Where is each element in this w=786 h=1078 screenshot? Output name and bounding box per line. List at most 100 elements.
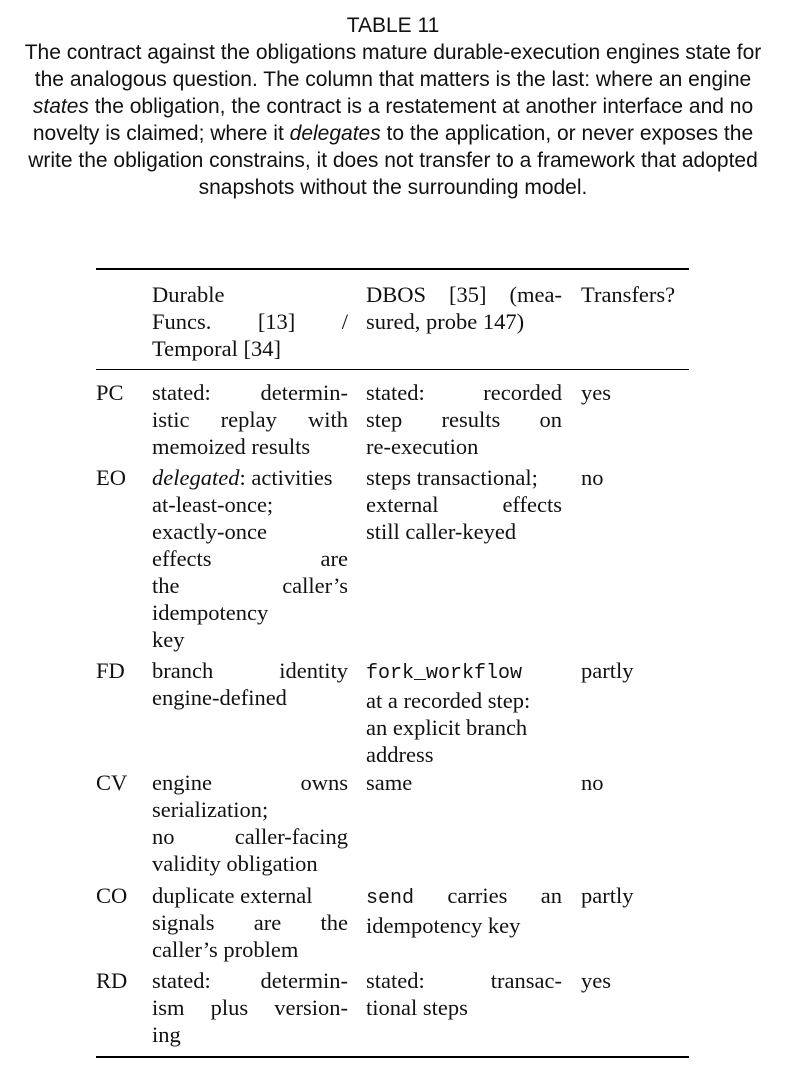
cell-text: steps transactional; (366, 465, 538, 490)
row-label: RD (96, 968, 128, 993)
cell-line: caller’s problem (152, 936, 348, 963)
cell-line: address (366, 741, 562, 768)
cell-text: address (366, 742, 434, 767)
cell-text: step results on (366, 407, 562, 432)
header-line: sured, probe 147) (366, 309, 525, 334)
cell-text: no caller-facing (152, 824, 348, 849)
cell-line: no caller-facing (152, 823, 348, 850)
transfers-cell: partly (581, 883, 634, 908)
cell-text: external effects (366, 492, 562, 517)
cell-line: at a recorded step: (366, 687, 562, 714)
cell-line: external effects (366, 491, 562, 518)
caption-segment: The contract against the obligations mat… (24, 41, 762, 91)
caption-emphasis: delegates (289, 122, 381, 145)
cell-text: re-execution (366, 434, 479, 459)
cell-text: idempotency key (366, 913, 521, 938)
caption-segment: to the application, or never exposes the… (28, 122, 758, 199)
cell-text: an explicit branch (366, 715, 528, 740)
cell-line: duplicate external (152, 882, 348, 909)
cell-line: the caller’s (152, 572, 348, 599)
cell-text: tional steps (366, 995, 468, 1020)
row-label: CV (96, 770, 128, 795)
cell-text: stated: transac- (366, 968, 562, 993)
dbos-cell: stated: transac-tional steps (366, 967, 562, 1021)
cell-text: stated: determin- (152, 968, 348, 993)
code-text: send (366, 887, 415, 910)
row-label: FD (96, 658, 125, 683)
cell-text: engine owns (152, 770, 348, 795)
cell-text: duplicate external (152, 883, 313, 908)
cell-line: signals are the (152, 909, 348, 936)
cell-text: carries an (414, 883, 562, 908)
row-label: PC (96, 380, 124, 405)
header-line: Durable (152, 282, 225, 307)
cell-line: step results on (366, 406, 562, 433)
cell-text: caller’s problem (152, 937, 299, 962)
cell-line: istic replay with (152, 406, 348, 433)
cell-text: stated: recorded (366, 380, 562, 405)
cell-text: same (366, 770, 413, 795)
header-transfers: Transfers? (581, 282, 676, 307)
code-text: fork_workflow (366, 662, 523, 685)
cell-line: engine-defined (152, 684, 348, 711)
cell-text: at a recorded step: (366, 688, 531, 713)
durable-funcs-cell: stated: determin-ism plus version-ing (152, 967, 348, 1048)
dbos-cell: same (366, 769, 562, 796)
table-top-rule (96, 268, 689, 270)
cell-text: key (152, 627, 185, 652)
cell-text: branch identity (152, 658, 348, 683)
cell-line: key (152, 626, 348, 653)
cell-text: idempotency (152, 600, 269, 625)
transfers-cell: no (581, 465, 604, 490)
cell-text: ing (152, 1022, 181, 1047)
cell-text: still caller-keyed (366, 519, 517, 544)
table-bottom-rule (96, 1056, 689, 1058)
cell-line: effects are (152, 545, 348, 572)
cell-line: idempotency key (366, 912, 562, 939)
cell-text: ism plus version- (152, 995, 348, 1020)
cell-line: memoized results (152, 433, 348, 460)
caption-text: The contract against the obligations mat… (0, 39, 786, 201)
cell-line: stated: determin- (152, 967, 348, 994)
cell-text: effects are (152, 546, 348, 571)
cell-line: branch identity (152, 657, 348, 684)
cell-line: stated: recorded (366, 379, 562, 406)
header-line: Funcs. [13] / (152, 309, 348, 334)
cell-text: the caller’s (152, 573, 348, 598)
cell-text: exactly-once (152, 519, 267, 544)
cell-line: re-execution (366, 433, 562, 460)
cell-line: still caller-keyed (366, 518, 562, 545)
transfers-cell: partly (581, 658, 634, 683)
row-label: CO (96, 883, 128, 908)
cell-line: send carries an (366, 882, 562, 912)
cell-line: stated: determin- (152, 379, 348, 406)
cell-line: tional steps (366, 994, 562, 1021)
cell-text: istic replay with (152, 407, 348, 432)
cell-line: ism plus version- (152, 994, 348, 1021)
cell-line: steps transactional; (366, 464, 562, 491)
cell-line: serialization; (152, 796, 348, 823)
cell-line: engine owns (152, 769, 348, 796)
cell-line: exactly-once (152, 518, 348, 545)
table-number: TABLE 11 (346, 14, 440, 37)
row-label: EO (96, 465, 126, 490)
caption-segment: the obligation, the contract is a restat… (32, 95, 754, 145)
cell-line: ing (152, 1021, 348, 1048)
cell-text: validity obligation (152, 851, 318, 876)
cell-line: at-least-once; (152, 491, 348, 518)
header-line: DBOS [35] (mea- (366, 282, 562, 307)
emphasis-text: delegated (152, 465, 240, 490)
cell-line: stated: transac- (366, 967, 562, 994)
transfers-cell: no (581, 770, 604, 795)
transfers-cell: yes (581, 968, 611, 993)
cell-text: engine-defined (152, 685, 287, 710)
